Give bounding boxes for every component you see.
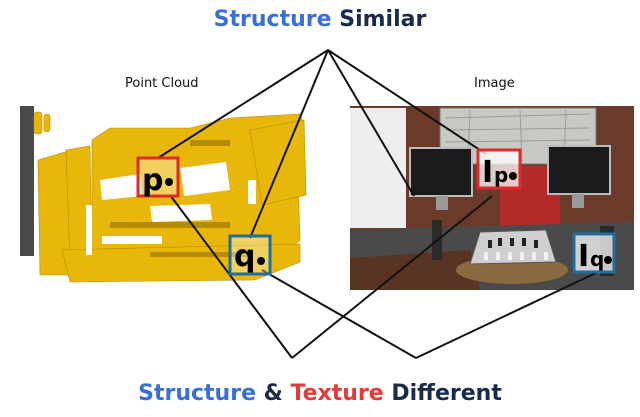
bottom-title-word-texture: Texture	[290, 381, 384, 406]
photo-monitor-right	[547, 145, 611, 195]
marker-pc-q-letter: q	[234, 239, 255, 274]
marker-img-p-sub: p	[494, 163, 508, 187]
photo-chess-pieces	[488, 238, 538, 248]
point-cloud-shading	[110, 140, 250, 257]
line-pc-q-to-bottom	[261, 269, 417, 359]
bottom-title-ampersand: &	[263, 381, 283, 406]
line-top-to-pc-q	[249, 49, 329, 239]
marker-img-q-sub: q	[590, 247, 604, 271]
image-caption: Image	[474, 76, 515, 91]
marker-img-p: I p	[476, 148, 522, 190]
point-cloud-holes	[86, 162, 256, 255]
photo-chessboard	[469, 229, 557, 265]
line-img-p-to-bottom	[291, 195, 493, 359]
marker-img-q: I q	[572, 232, 616, 274]
line-top-to-img-p	[327, 49, 487, 155]
marker-img-p-letter: I	[482, 155, 493, 190]
line-img-q-to-bottom	[415, 271, 599, 359]
point-cloud-edge-shadow	[20, 106, 34, 256]
line-top-to-pc-p	[157, 49, 329, 159]
marker-pc-q: q	[228, 234, 272, 276]
top-title-word-similar: Similar	[339, 7, 427, 32]
bottom-title-word-different: Different	[391, 381, 502, 406]
photo-monitor-left	[409, 147, 473, 197]
line-top-to-img-q-link	[327, 49, 415, 197]
bottom-title-word-structure: Structure	[138, 381, 256, 406]
top-title-word-structure: Structure	[213, 7, 332, 32]
photo-panel	[350, 106, 634, 290]
bottom-title: Structure & Texture Different	[0, 381, 640, 406]
point-cloud-caption: Point Cloud	[125, 76, 199, 91]
marker-img-q-letter: I	[578, 239, 589, 274]
photo-chess-pieces-white	[484, 252, 548, 260]
point-cloud-panel	[20, 106, 312, 288]
marker-pc-p: p	[136, 156, 180, 198]
top-title: Structure Similar	[0, 7, 640, 32]
line-pc-p-to-bottom	[169, 194, 293, 359]
connection-lines	[157, 49, 599, 359]
marker-pc-p-letter: p	[142, 163, 163, 198]
